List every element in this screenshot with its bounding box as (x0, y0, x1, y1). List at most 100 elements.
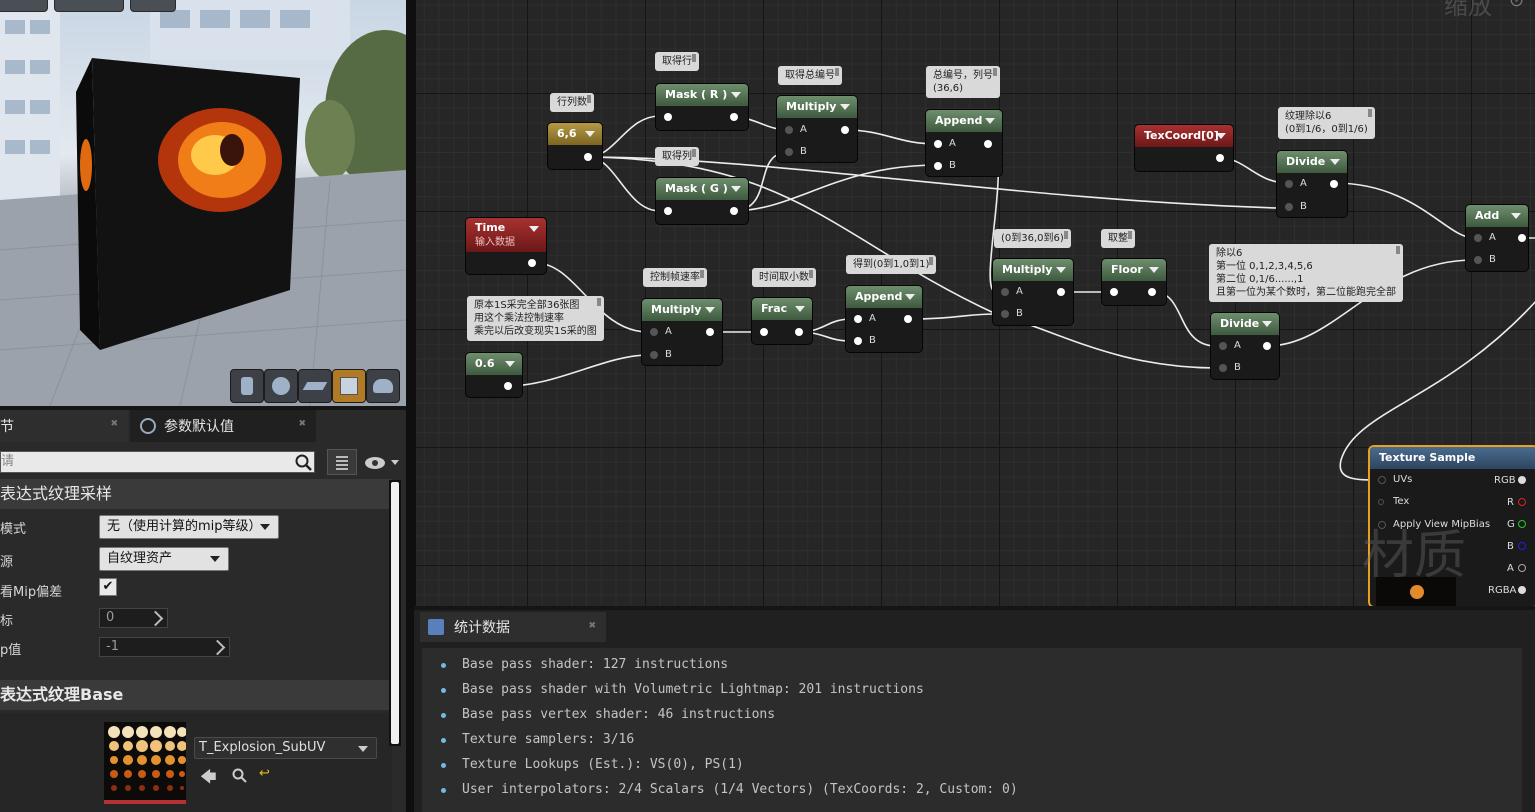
chevron-down-icon[interactable] (840, 104, 850, 110)
node-texture-sample[interactable]: Texture Sample 材质 UVs Tex Apply View Mip… (1362, 447, 1535, 606)
output-pin[interactable] (1216, 154, 1224, 162)
output-pin-rgba[interactable] (1518, 586, 1526, 594)
chevron-down-icon[interactable] (1216, 133, 1226, 139)
material-graph-canvas[interactable]: 行列数 取得行 取得总编号 取得列 总编号，列号 (36,6) 纹理除以6 (0… (414, 0, 1535, 606)
chevron-down-icon[interactable] (585, 131, 595, 137)
viewport-view-mode-button[interactable] (54, 0, 124, 12)
chevron-down-icon[interactable] (529, 226, 539, 232)
input-pin-a[interactable] (1001, 288, 1009, 296)
node-append-1[interactable]: Append A B (926, 110, 1002, 176)
node-constant-6-6[interactable]: 6,6 (548, 123, 602, 169)
comment-get-0-to-1[interactable]: 得到(0到1,0到1) (846, 255, 937, 274)
input-pin-b[interactable] (934, 162, 942, 170)
property-matrix-button[interactable] (327, 449, 357, 475)
node-constant-0-6[interactable]: 0.6 (466, 353, 522, 397)
comment-texture-divide[interactable]: 纹理除以6 (0到1/6，0到1/6) (1278, 107, 1375, 139)
panel-splitter[interactable] (406, 0, 414, 812)
use-selected-arrow-icon[interactable]: 🡄 (200, 767, 217, 786)
output-pin[interactable] (730, 207, 738, 215)
chevron-down-icon[interactable] (1511, 213, 1521, 219)
view-mip-bias-checkbox[interactable]: ✔ (99, 578, 117, 596)
node-multiply-2[interactable]: Multiply A B (642, 299, 722, 365)
input-pin-b[interactable] (650, 351, 658, 359)
output-pin-r[interactable] (1518, 498, 1526, 506)
details-search-input[interactable]: 请 (0, 451, 315, 473)
input-pin-b[interactable] (1219, 364, 1227, 372)
node-mask-g[interactable]: Mask ( G ) (656, 178, 748, 224)
input-pin-a[interactable] (1285, 180, 1293, 188)
input-pin-b[interactable] (1474, 256, 1482, 264)
comment-time-fraction[interactable]: 时间取小数 (752, 268, 816, 287)
node-multiply-1[interactable]: Multiply A B (777, 96, 857, 162)
input-pin-uvs[interactable] (1378, 476, 1386, 484)
comment-get-row[interactable]: 取得行 (655, 52, 699, 71)
node-add[interactable]: Add A B (1466, 205, 1528, 271)
material-preview-viewport[interactable] (0, 0, 406, 406)
output-pin[interactable] (706, 328, 714, 336)
output-pin[interactable] (504, 382, 512, 390)
node-texcoord[interactable]: TexCoord[0] (1135, 125, 1233, 171)
tab-close-icon[interactable]: ✖ (110, 419, 118, 429)
output-pin[interactable] (904, 315, 912, 323)
mip-mode-select[interactable]: 无（使用计算的mip等级） (99, 515, 279, 539)
tab-parameter-defaults[interactable]: 参数默认值 ✖ (130, 410, 316, 442)
tab-stats[interactable]: 统计数据 ✖ (420, 612, 606, 642)
comment-round[interactable]: 取整 (1101, 229, 1135, 248)
const-coordinate-field[interactable]: 0 (99, 608, 168, 628)
chevron-down-icon[interactable] (1149, 267, 1159, 273)
input-pin[interactable] (760, 328, 768, 336)
input-pin-b[interactable] (854, 337, 862, 345)
viewport-show-button[interactable] (130, 0, 176, 12)
chevron-down-icon[interactable] (905, 294, 915, 300)
output-pin[interactable] (795, 328, 803, 336)
comment-divide-6[interactable]: 除以6 第一位 0,1,2,3,4,5,6 第二位 0,1/6......,1 … (1209, 244, 1403, 302)
node-divide-1[interactable]: Divide A B (1277, 151, 1347, 217)
output-pin-b[interactable] (1518, 542, 1526, 550)
output-pin[interactable] (730, 113, 738, 121)
chevron-down-icon[interactable] (505, 361, 515, 367)
preview-sphere-button[interactable] (264, 369, 298, 403)
output-pin[interactable] (1518, 234, 1526, 242)
input-pin-a[interactable] (785, 126, 793, 134)
category-texture-sample[interactable]: 表达式纹理采样 (0, 479, 392, 509)
input-pin[interactable] (1110, 288, 1118, 296)
texture-asset-picker[interactable]: T_Explosion_SubUV (194, 737, 377, 759)
node-multiply-3[interactable]: Multiply A B (993, 259, 1073, 325)
input-pin-b[interactable] (785, 148, 793, 156)
node-mask-r[interactable]: Mask ( R ) (656, 84, 748, 130)
node-divide-2[interactable]: Divide A B (1211, 313, 1279, 379)
node-floor[interactable]: Floor (1102, 259, 1166, 305)
output-pin-a[interactable] (1518, 564, 1526, 572)
input-pin[interactable] (664, 207, 672, 215)
comment-get-column[interactable]: 取得列 (655, 147, 699, 166)
category-texture-base[interactable]: 表达式纹理Base (0, 680, 392, 710)
input-pin[interactable] (664, 113, 672, 121)
chevron-down-icon[interactable] (1056, 267, 1066, 273)
preview-cylinder-button[interactable] (230, 369, 264, 403)
output-pin[interactable] (1148, 288, 1156, 296)
output-pin[interactable] (1263, 342, 1271, 350)
input-pin-b[interactable] (1285, 203, 1293, 211)
reset-arrow-icon[interactable]: ↩ (259, 766, 270, 781)
output-pin[interactable] (841, 126, 849, 134)
output-pin[interactable] (1330, 180, 1338, 188)
sampler-source-select[interactable]: 自纹理资产 (99, 547, 229, 571)
comment-rows-cols[interactable]: 行列数 (550, 93, 594, 112)
chevron-down-icon[interactable] (731, 92, 741, 98)
comment-36-frames[interactable]: 原本1S采完全部36张图 用这个乘法控制速率 乘完以后改变现实1S采的图 (467, 296, 604, 341)
output-pin-rgb[interactable] (1518, 476, 1526, 484)
input-pin-b[interactable] (1001, 310, 1009, 318)
input-pin-a[interactable] (650, 328, 658, 336)
input-pin-a[interactable] (934, 140, 942, 148)
tab-close-icon[interactable]: ✖ (298, 419, 306, 429)
texture-thumbnail[interactable] (104, 722, 187, 804)
chevron-down-icon[interactable] (1330, 159, 1340, 165)
input-pin-mip-bias[interactable] (1378, 521, 1386, 529)
search-icon[interactable] (295, 454, 313, 472)
const-mip-value-field[interactable]: -1 (99, 637, 230, 657)
comment-total-and-column[interactable]: 总编号，列号 (36,6) (926, 66, 1000, 98)
chevron-down-icon[interactable] (795, 306, 805, 312)
tab-details[interactable]: 节 ✖ (0, 410, 128, 442)
input-pin-tex[interactable] (1378, 499, 1384, 505)
